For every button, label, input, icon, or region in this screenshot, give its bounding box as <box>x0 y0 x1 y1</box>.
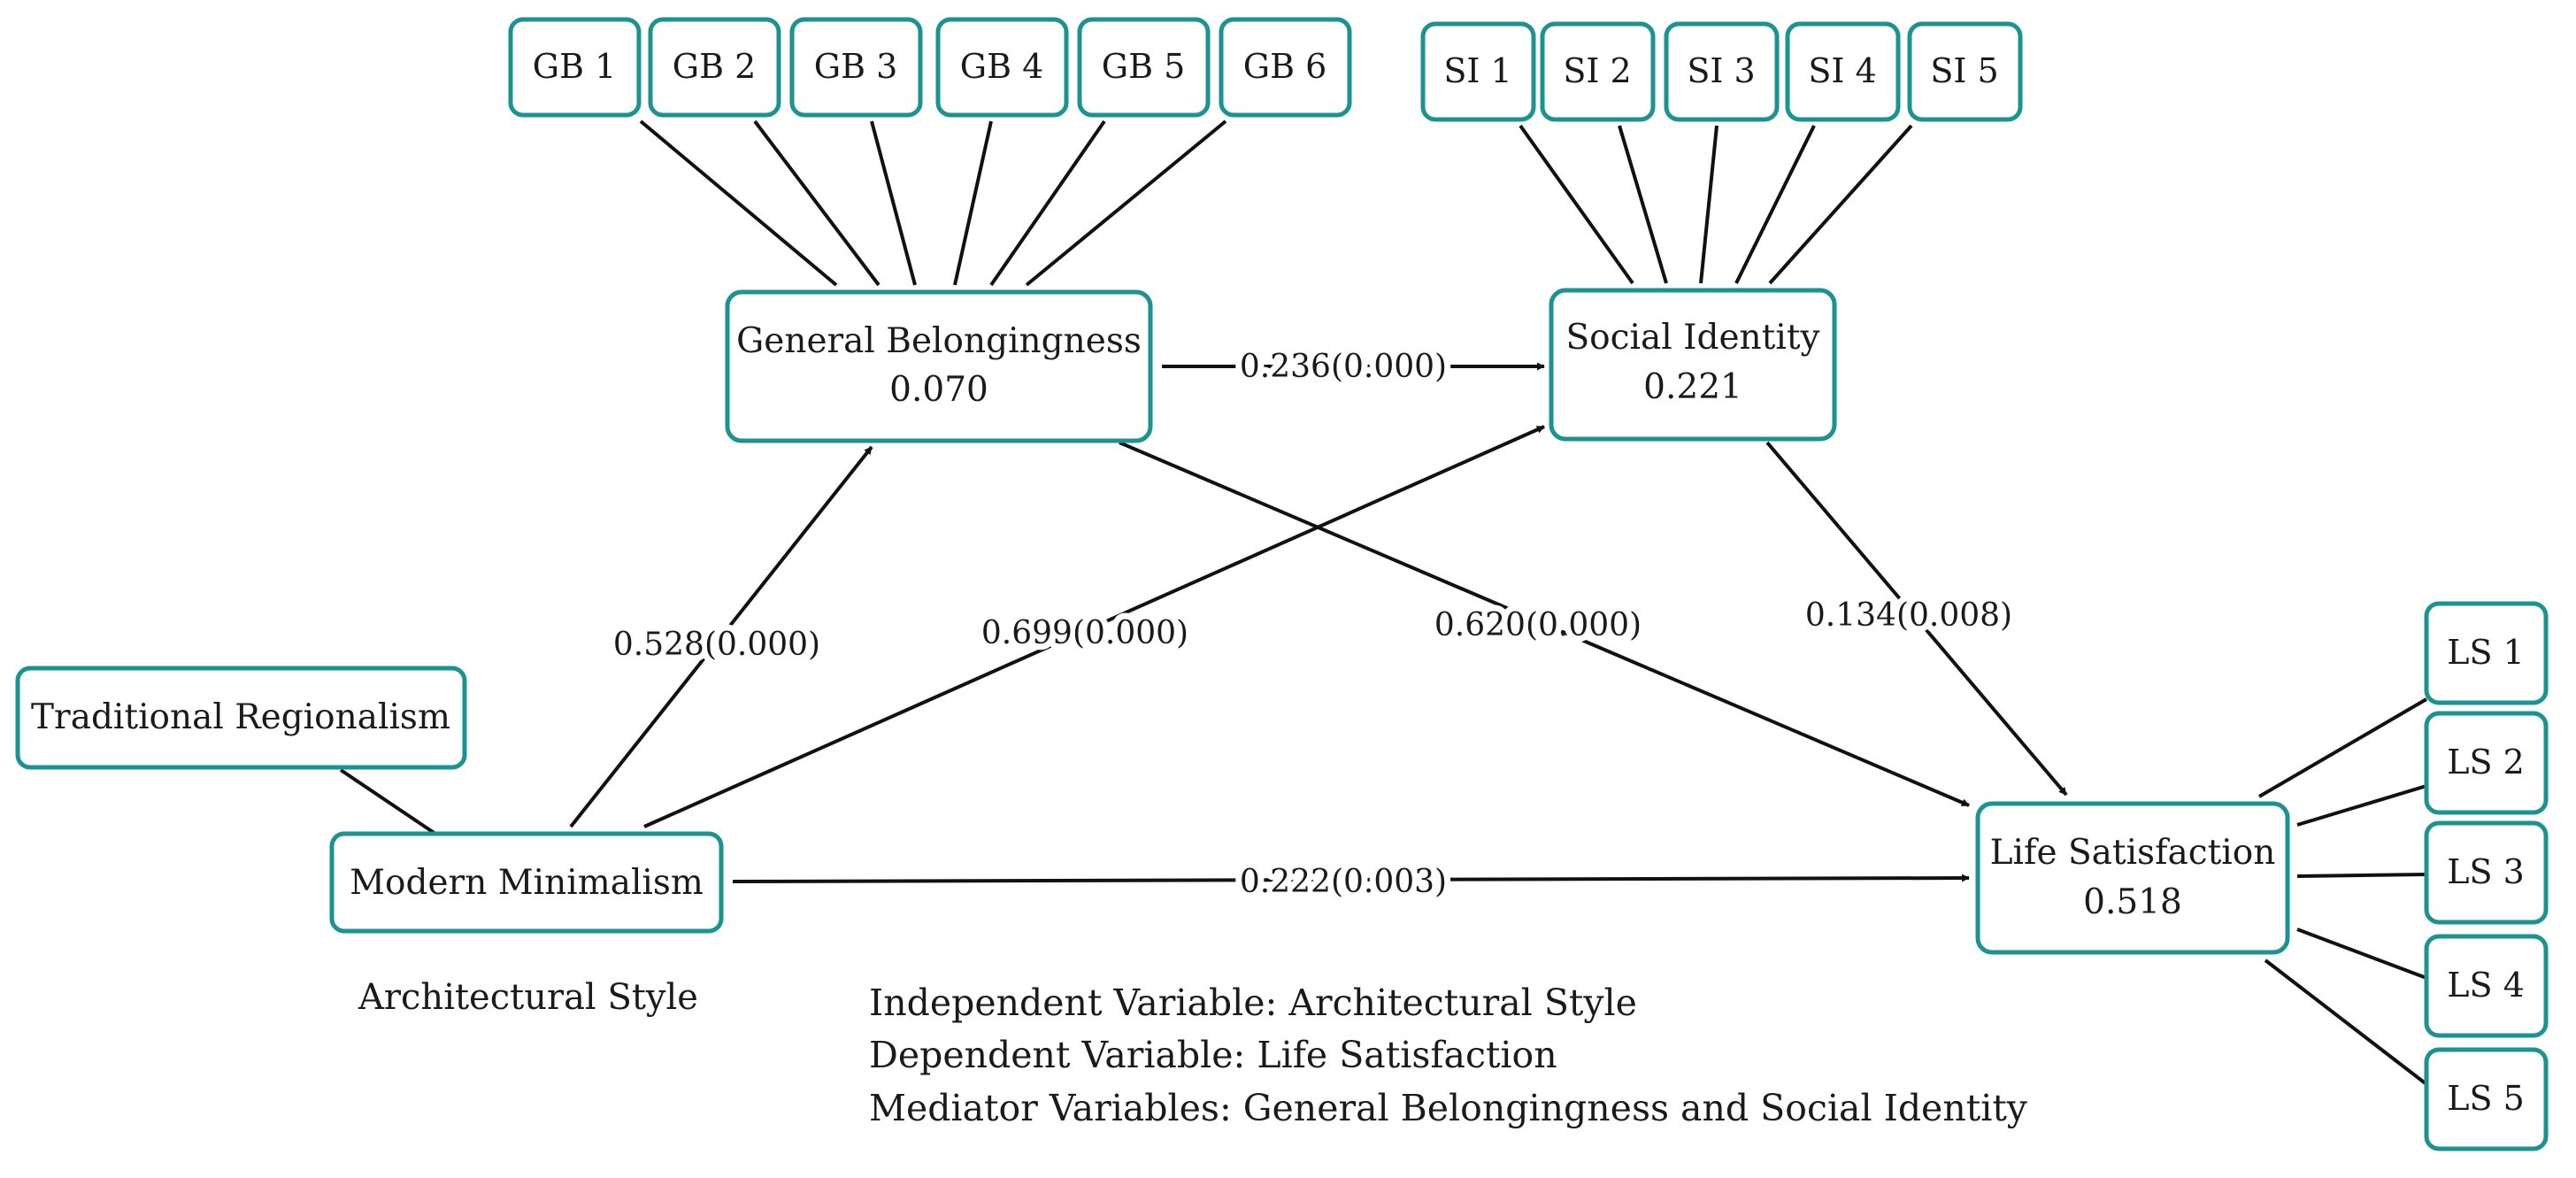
ls2-connector <box>2296 784 2427 827</box>
tr-mm-connector <box>339 768 437 835</box>
si2-label: SI 2 <box>1563 51 1631 90</box>
path-labels: 0.236(0.000) 0.528(0.000) 0.699(0.000) 0… <box>607 343 2019 906</box>
ls1-box <box>2424 601 2549 705</box>
gb2-box <box>648 17 781 118</box>
coef-mm-to-si: 0.699(0.000) <box>981 615 1188 651</box>
gb6-box <box>1219 17 1352 118</box>
coef-gb-to-si: 0.236(0.000) <box>1240 349 1447 385</box>
traditional-regionalism-box <box>15 666 467 770</box>
gb3-box <box>789 17 923 118</box>
gb4-connector <box>953 120 993 286</box>
ls1-connector <box>2257 697 2428 798</box>
ls3-label: LS 3 <box>2447 852 2525 891</box>
gb2-connector <box>753 119 880 287</box>
si-indicator-group <box>1420 21 2023 122</box>
architectural-style-label: Architectural Style <box>358 977 698 1018</box>
legend-mediator: Mediator Variables: General Belongingnes… <box>869 1087 2028 1129</box>
si1-label: SI 1 <box>1443 51 1511 90</box>
life-satisfaction-box <box>1975 801 2290 955</box>
legend: Independent Variable: Architectural Styl… <box>869 982 2028 1129</box>
gb5-box <box>1077 17 1211 118</box>
gb5-connector <box>989 119 1106 287</box>
ls2-box <box>2424 711 2549 815</box>
traditional-regionalism-label: Traditional Regionalism <box>31 697 450 737</box>
ls-indicator-group <box>2424 601 2549 1151</box>
si2-box <box>1540 21 1656 122</box>
indicator-lines <box>339 119 2428 1086</box>
ls4-label: LS 4 <box>2447 966 2525 1005</box>
gb1-box <box>508 17 642 118</box>
legend-dependent: Dependent Variable: Life Satisfaction <box>869 1034 1557 1076</box>
life-satisfaction-r2: 0.518 <box>2083 882 2182 922</box>
gb4-label: GB 4 <box>960 47 1044 86</box>
arrow-mm-to-ls <box>732 874 1970 883</box>
ls1-label: LS 1 <box>2447 633 2525 672</box>
gb1-connector <box>639 119 838 287</box>
gb3-connector <box>870 120 917 286</box>
ls4-connector <box>2296 928 2427 980</box>
si5-connector <box>1768 124 1913 285</box>
coef-gb-to-ls: 0.620(0.000) <box>1434 607 1642 643</box>
modern-minimalism-label: Modern Minimalism <box>350 863 704 903</box>
si3-connector <box>1699 125 1719 284</box>
gb6-label: GB 6 <box>1243 47 1327 86</box>
legend-independent: Independent Variable: Architectural Styl… <box>869 982 1637 1024</box>
ls5-label: LS 5 <box>2447 1079 2525 1118</box>
arrow-si-to-ls <box>1765 441 2068 797</box>
gb3-label: GB 3 <box>814 47 898 86</box>
si3-box <box>1664 21 1780 122</box>
coef-mm-to-ls: 0.222(0.003) <box>1240 864 1447 900</box>
si5-box <box>1907 21 2023 122</box>
arrow-gb-to-ls <box>1119 441 1970 807</box>
social-identity-r2: 0.221 <box>1643 367 1742 407</box>
si4-box <box>1785 21 1901 122</box>
ls2-label: LS 2 <box>2447 743 2525 781</box>
social-identity-label: Social Identity <box>1565 318 1819 358</box>
gb1-label: GB 1 <box>533 47 617 86</box>
arrow-mm-to-si <box>643 425 1545 828</box>
ls5-box <box>2424 1047 2549 1151</box>
si5-label: SI 5 <box>1930 51 1998 90</box>
life-satisfaction-label: Life Satisfaction <box>1990 833 2276 873</box>
ls5-connector <box>2264 959 2428 1086</box>
si2-connector <box>1618 125 1668 284</box>
path-arrows <box>569 362 2068 883</box>
coef-si-to-ls: 0.134(0.008) <box>1805 597 2012 634</box>
ls4-box <box>2424 934 2549 1038</box>
gb5-label: GB 5 <box>1102 47 1186 86</box>
general-belongingness-label: General Belongingness <box>736 321 1142 361</box>
si4-label: SI 4 <box>1808 51 1876 90</box>
si4-connector <box>1734 125 1816 284</box>
social-identity-box <box>1549 288 1837 442</box>
gb6-connector <box>1025 119 1227 287</box>
si1-connector <box>1519 124 1634 285</box>
gb2-label: GB 2 <box>673 47 757 86</box>
construct-group <box>15 288 2290 955</box>
gb4-box <box>935 17 1069 118</box>
si3-label: SI 3 <box>1687 51 1755 90</box>
ls3-connector <box>2296 873 2427 878</box>
gb-indicator-group <box>508 17 1352 118</box>
coef-mm-to-gb: 0.528(0.000) <box>613 627 820 663</box>
modern-minimalism-box <box>329 831 724 934</box>
arrow-mm-to-gb <box>569 445 873 828</box>
ls3-box <box>2424 820 2549 925</box>
general-belongingness-box <box>725 289 1153 443</box>
si1-box <box>1420 21 1536 122</box>
general-belongingness-r2: 0.070 <box>889 370 988 410</box>
